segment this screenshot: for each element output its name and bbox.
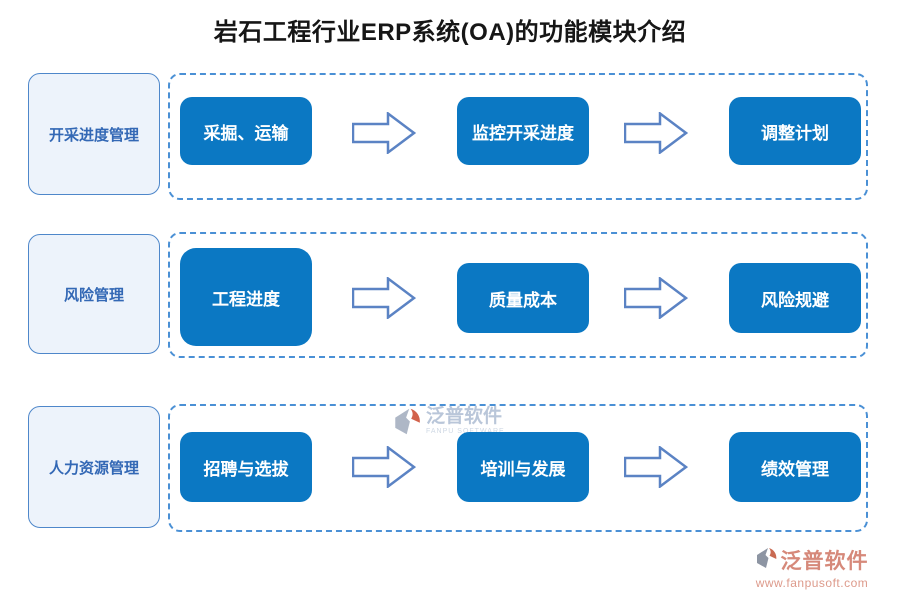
step-label: 风险规避 — [761, 290, 829, 310]
arrow-right-icon — [623, 276, 689, 320]
arrow-right-icon — [623, 445, 689, 489]
step-box: 质量成本 — [457, 263, 589, 333]
row-label-text: 风险管理 — [63, 286, 124, 304]
page-title: 岩石工程行业ERP系统(OA)的功能模块介绍 — [213, 19, 687, 46]
step-label: 监控开采进度 — [472, 123, 574, 143]
step-label: 调整计划 — [761, 123, 829, 143]
watermark-brand-subtitle: FANPU SOFTWARE — [426, 428, 504, 435]
watermark: 泛普软件 FANPU SOFTWARE — [394, 406, 505, 442]
row-label-human-resources: 人力资源管理 — [28, 406, 160, 528]
step-box: 绩效管理 — [729, 432, 861, 502]
row-label-text: 人力资源管理 — [48, 459, 139, 477]
footer-brand-url: www.fanpusoft.com — [755, 576, 869, 590]
watermark-text: 泛普软件 FANPU SOFTWARE — [426, 406, 505, 435]
step-label: 培训与发展 — [480, 459, 566, 479]
step-label: 采掘、运输 — [203, 123, 289, 143]
footer-brand: 泛普软件 www.fanpusoft.com — [752, 545, 872, 590]
step-box: 采掘、运输 — [180, 97, 312, 165]
step-label: 工程进度 — [212, 289, 280, 309]
row-label-risk-management: 风险管理 — [28, 234, 160, 354]
watermark-brand-name: 泛普软件 — [426, 406, 503, 427]
arrow-right-icon — [351, 445, 417, 489]
flow-panel-risk-management: 工程进度 质量成本 风险规避 — [168, 232, 868, 358]
step-box: 培训与发展 — [457, 432, 589, 502]
arrow-right-icon — [351, 111, 417, 155]
step-label: 绩效管理 — [761, 459, 829, 479]
fanpu-logo-icon — [756, 546, 778, 575]
arrow-right-icon — [623, 111, 689, 155]
step-box: 风险规避 — [729, 263, 861, 333]
row-label-mining-progress: 开采进度管理 — [28, 73, 160, 195]
step-box: 监控开采进度 — [457, 97, 589, 165]
flow-panel-human-resources: 招聘与选拔 培训与发展 绩效管理 — [168, 404, 868, 532]
arrow-right-icon — [351, 276, 417, 320]
flow-panel-mining-progress: 采掘、运输 监控开采进度 调整计划 — [168, 73, 868, 200]
footer-brand-name: 泛普软件 — [780, 550, 869, 573]
step-box: 工程进度 — [180, 248, 312, 346]
fanpu-logo-icon — [394, 406, 422, 442]
step-box: 调整计划 — [729, 97, 861, 165]
step-label: 招聘与选拔 — [203, 459, 289, 479]
step-label: 质量成本 — [489, 290, 557, 310]
row-label-text: 开采进度管理 — [48, 126, 139, 144]
step-box: 招聘与选拔 — [180, 432, 312, 502]
